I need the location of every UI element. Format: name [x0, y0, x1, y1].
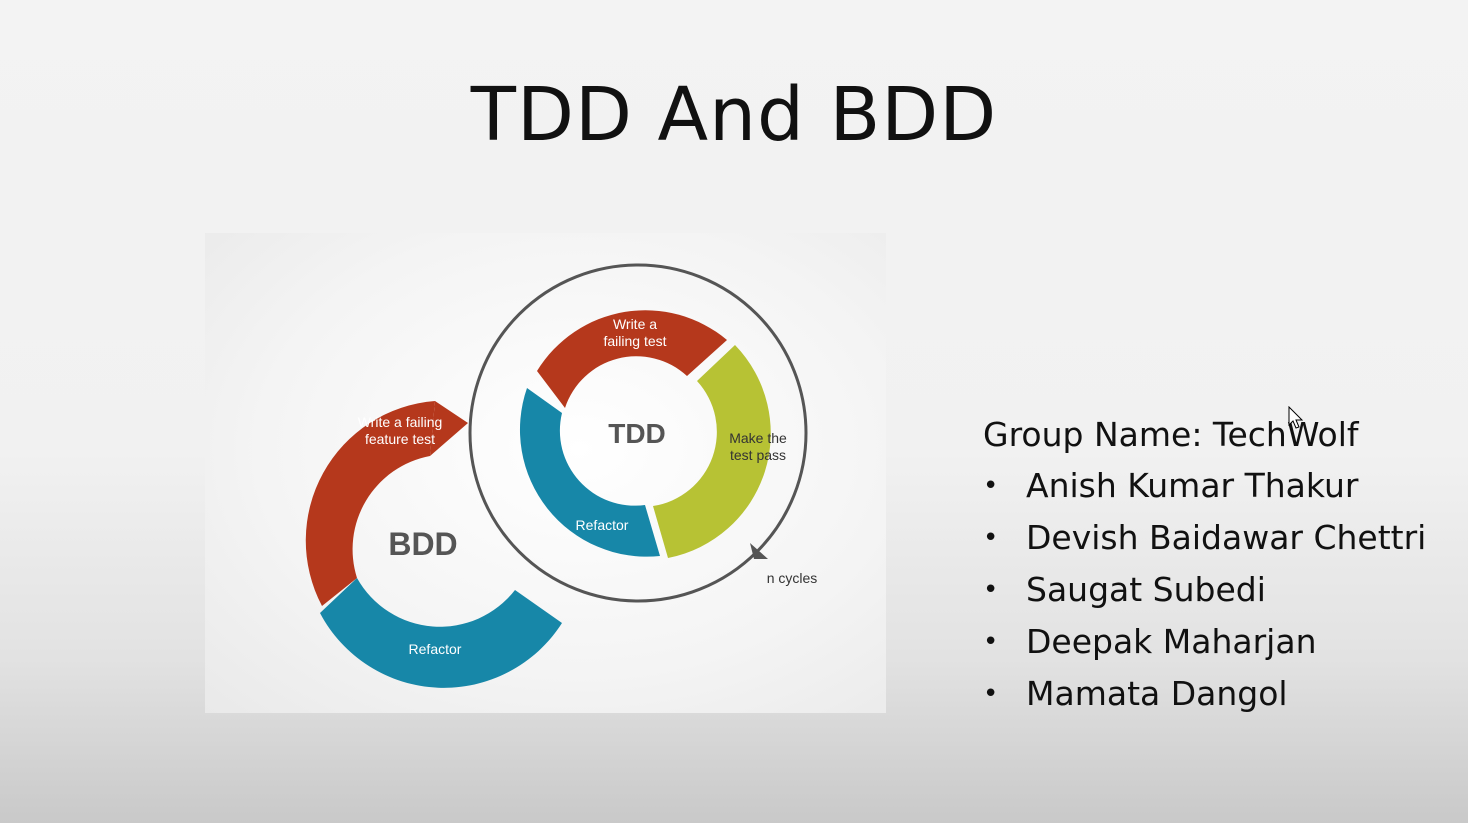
bdd-red-segment [305, 401, 435, 606]
bdd-label: BDD [388, 526, 457, 562]
member-item: • Anish Kumar Thakur [983, 460, 1453, 512]
member-list: • Anish Kumar Thakur • Devish Baidawar Che… [983, 460, 1453, 720]
bdd-step2-label: Refactor [409, 641, 462, 657]
member-item: • Saugat Subedi [983, 564, 1453, 616]
tdd-label: TDD [608, 418, 666, 449]
member-name: Deepak Maharjan [1026, 622, 1317, 661]
member-item: • Deepak Maharjan [983, 616, 1453, 668]
tdd-step1-line1: Write a [613, 316, 657, 332]
tdd-step2-line1: Make the [729, 430, 787, 446]
bullet: • [983, 471, 999, 501]
member-name: Devish Baidawar Chettri [1026, 518, 1427, 557]
member-name: Saugat Subedi [1026, 570, 1266, 609]
bdd-step1-line2: feature test [365, 431, 435, 447]
group-name: Group Name: TechWolf [983, 415, 1359, 454]
member-item: • Mamata Dangol [983, 668, 1453, 720]
member-name: Anish Kumar Thakur [1026, 466, 1359, 505]
tdd-red-segment [537, 310, 727, 408]
tdd-outer-cycle-ring [468, 263, 808, 603]
bullet: • [983, 523, 999, 553]
tdd-blue-segment [519, 388, 660, 557]
member-item: • Devish Baidawar Chettri [983, 512, 1453, 564]
bdd-red-arrow [430, 401, 468, 456]
n-cycles-label: n cycles [767, 570, 818, 586]
bullet: • [983, 627, 999, 657]
bullet: • [983, 679, 999, 709]
tdd-step1-line2: failing test [603, 333, 666, 349]
tdd-step3-label: Refactor [576, 517, 629, 533]
group-info: Group Name: TechWolf • Anish Kumar Thakur… [983, 410, 1453, 720]
cycle-diagram-svg: BDD Write a failing feature test Refacto… [305, 263, 818, 688]
bdd-blue-segment [320, 578, 562, 688]
member-name: Mamata Dangol [1026, 674, 1288, 713]
tdd-yellow-segment [653, 345, 771, 558]
cycle-arrowhead [750, 543, 768, 559]
tdd-step2-line2: test pass [730, 447, 786, 463]
bdd-step1-line1: Write a failing [358, 414, 443, 430]
bullet: • [983, 575, 999, 605]
slide-title: TDD And BDD [470, 72, 998, 158]
tdd-bdd-diagram: BDD Write a failing feature test Refacto… [205, 233, 886, 713]
mouse-cursor-icon [1288, 406, 1304, 429]
